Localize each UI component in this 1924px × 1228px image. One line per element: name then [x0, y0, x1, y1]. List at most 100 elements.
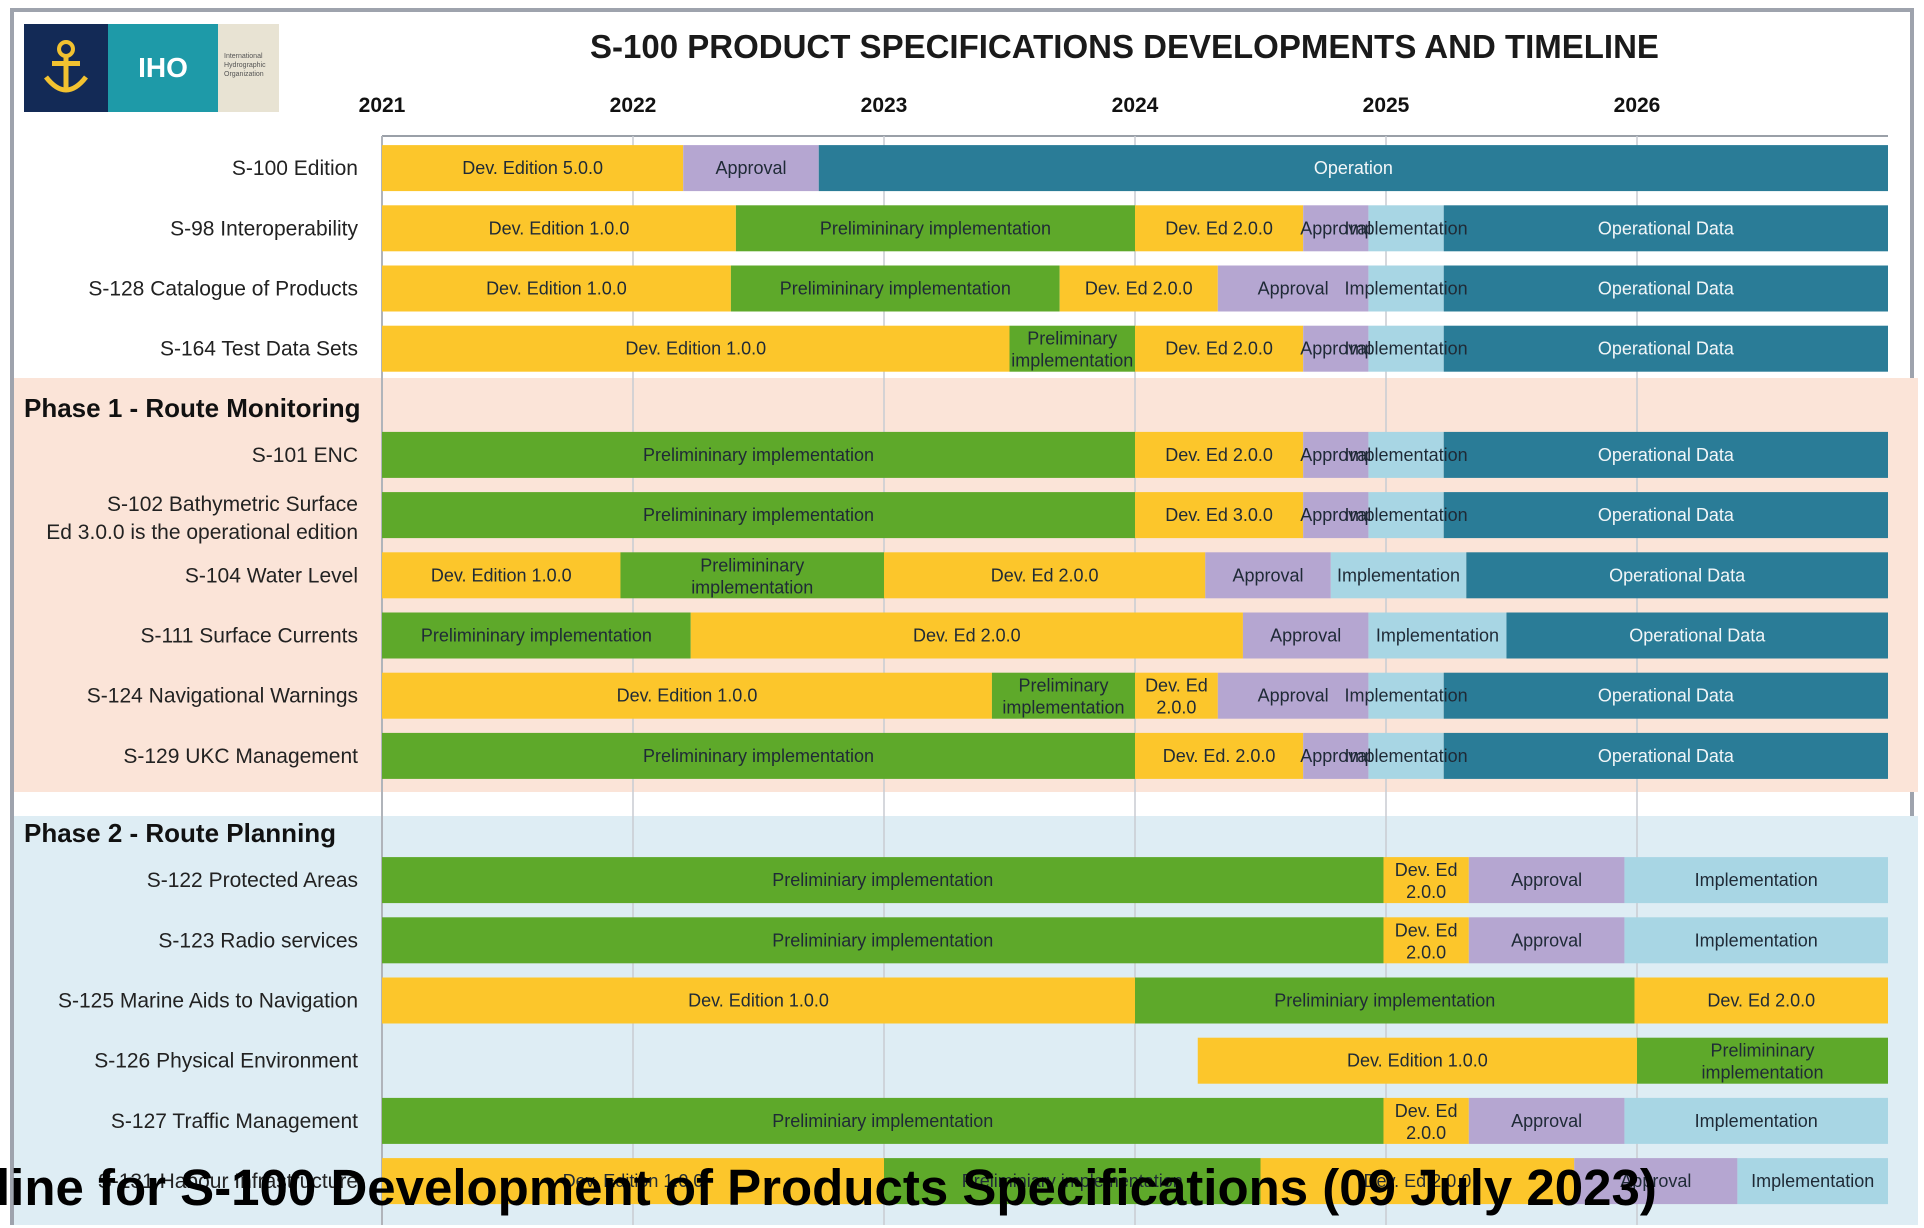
bar-prelim: [382, 492, 1135, 539]
bar-label: Approval: [1620, 1171, 1691, 1191]
bar-prelim: [730, 265, 1060, 312]
bar-label: implementation: [691, 577, 813, 597]
bar-label: Approval: [715, 158, 786, 178]
bar-label: Approval: [1511, 1111, 1582, 1131]
bar-prelim: [382, 1097, 1384, 1144]
bar-approval: [1303, 325, 1369, 372]
bar-label: Dev. Ed 2.0.0: [1165, 339, 1273, 359]
bar-dev: [1135, 492, 1304, 539]
row-label: S-128 Catalogue of Products: [88, 278, 358, 301]
row-label: S-100 Edition: [232, 157, 358, 180]
bar-label: Implementation: [1376, 626, 1499, 646]
bar-label: Preliminary: [1027, 329, 1117, 349]
bar-label: Operational Data: [1598, 445, 1735, 465]
bar-label: Operational Data: [1598, 746, 1735, 766]
x-tick-label: 2022: [610, 94, 657, 117]
bar-dev: [884, 552, 1206, 599]
bar-dev: [1634, 977, 1888, 1024]
bar-label: Operational Data: [1609, 565, 1746, 585]
x-tick-label: 2024: [1112, 94, 1159, 117]
bar-implementation: [1368, 431, 1444, 478]
bar-implementation: [1368, 205, 1444, 252]
bar-label: 2.0.0: [1156, 698, 1196, 718]
bar-label: implementation: [1002, 698, 1124, 718]
bar-label: Preliminiary implementation: [772, 1111, 993, 1131]
bar-prelim: [1637, 1037, 1888, 1084]
bar-implementation: [1624, 857, 1888, 904]
bar-dev: [382, 672, 992, 719]
x-tick-label: 2021: [359, 94, 406, 117]
bar-approval: [1574, 1158, 1738, 1205]
bar-label: Preliminiary implementation: [772, 930, 993, 950]
bar-dev: [1135, 205, 1304, 252]
x-tick-label: 2025: [1363, 94, 1410, 117]
bar-label: Implementation: [1345, 218, 1468, 238]
bar-label: Prelimininary implementation: [643, 445, 874, 465]
bar-dev: [1260, 1158, 1575, 1205]
bar-prelim: [382, 917, 1384, 964]
bar-label: Dev. Edition 1.0.0: [1347, 1051, 1488, 1071]
bar-label: Approval: [1511, 870, 1582, 890]
bar-dev: [382, 145, 684, 192]
bar-approval: [1303, 492, 1369, 539]
bar-label: 2.0.0: [1406, 1123, 1446, 1143]
bar-dev: [1059, 265, 1218, 312]
bar-implementation: [1368, 612, 1507, 659]
bar-dev: [1135, 431, 1304, 478]
bar-label: Approval: [1300, 505, 1371, 525]
bar-implementation: [1330, 552, 1467, 599]
bar-prelim: [382, 431, 1135, 478]
bar-label: Dev. Ed 2.0.0: [1364, 1171, 1472, 1191]
row-label: S-127 Traffic Management: [111, 1110, 358, 1133]
bar-label: Preliminary: [1018, 676, 1108, 696]
bar-label: Dev. Ed 2.0.0: [1165, 445, 1273, 465]
bar-prelim: [735, 205, 1135, 252]
bar-label: Operational Data: [1598, 279, 1735, 299]
bar-dev: [1135, 325, 1304, 372]
bar-label: Dev. Edition 1.0.0: [617, 686, 758, 706]
row-sublabel: Ed 3.0.0 is the operational edition: [46, 521, 358, 544]
bar-label: Implementation: [1337, 565, 1460, 585]
bar-label: Dev. Ed: [1395, 860, 1458, 880]
bar-label: Preliminiary implementation: [1274, 991, 1495, 1011]
phase-label: Phase 2 - Route Planning: [24, 818, 336, 848]
bar-operation: [1506, 612, 1888, 659]
bar-label: Implementation: [1751, 1171, 1874, 1191]
bar-label: Prelimininary implementation: [820, 218, 1051, 238]
bar-label: Dev. Edition 1.0.0: [563, 1171, 704, 1191]
bar-label: Implementation: [1345, 339, 1468, 359]
bar-prelim: [1009, 325, 1135, 372]
bar-label: Approval: [1258, 686, 1329, 706]
bar-operation: [818, 145, 1888, 192]
row-label: S-125 Marine Aids to Navigation: [58, 990, 358, 1013]
row-label: S-104 Water Level: [185, 564, 358, 587]
bar-label: Dev. Edition 1.0.0: [431, 565, 572, 585]
bar-label: Dev. Edition 1.0.0: [489, 218, 630, 238]
bar-label: Prelimininary implementation: [643, 505, 874, 525]
bar-approval: [1205, 552, 1331, 599]
bar-operation: [1443, 265, 1888, 312]
row-label: S-164 Test Data Sets: [160, 338, 358, 361]
bar-label: Dev. Edition 1.0.0: [625, 339, 766, 359]
logo-text: IHO: [108, 24, 218, 112]
bar-approval: [1303, 732, 1369, 779]
bar-dev: [382, 205, 736, 252]
bar-label: Dev. Edition 1.0.0: [688, 991, 829, 1011]
bar-label: Dev. Ed: [1395, 1101, 1458, 1121]
bar-approval: [1468, 917, 1625, 964]
bar-operation: [1443, 732, 1888, 779]
bar-label: Prelimininary implementation: [780, 279, 1011, 299]
bar-label: Prelimininary implementation: [421, 626, 652, 646]
bar-operation: [1466, 552, 1888, 599]
row-label: S-126 Physical Environment: [94, 1050, 358, 1073]
row-label: S-129 UKC Management: [123, 745, 358, 768]
bar-implementation: [1368, 732, 1444, 779]
bar-label: Approval: [1300, 746, 1371, 766]
bar-dev: [1197, 1037, 1637, 1084]
bar-label: implementation: [1011, 351, 1133, 371]
bar-approval: [1468, 1097, 1625, 1144]
bar-operation: [1443, 205, 1888, 252]
bar-label: Dev. Ed 2.0.0: [1165, 218, 1273, 238]
bar-label: Approval: [1258, 279, 1329, 299]
bar-label: Operational Data: [1598, 339, 1735, 359]
